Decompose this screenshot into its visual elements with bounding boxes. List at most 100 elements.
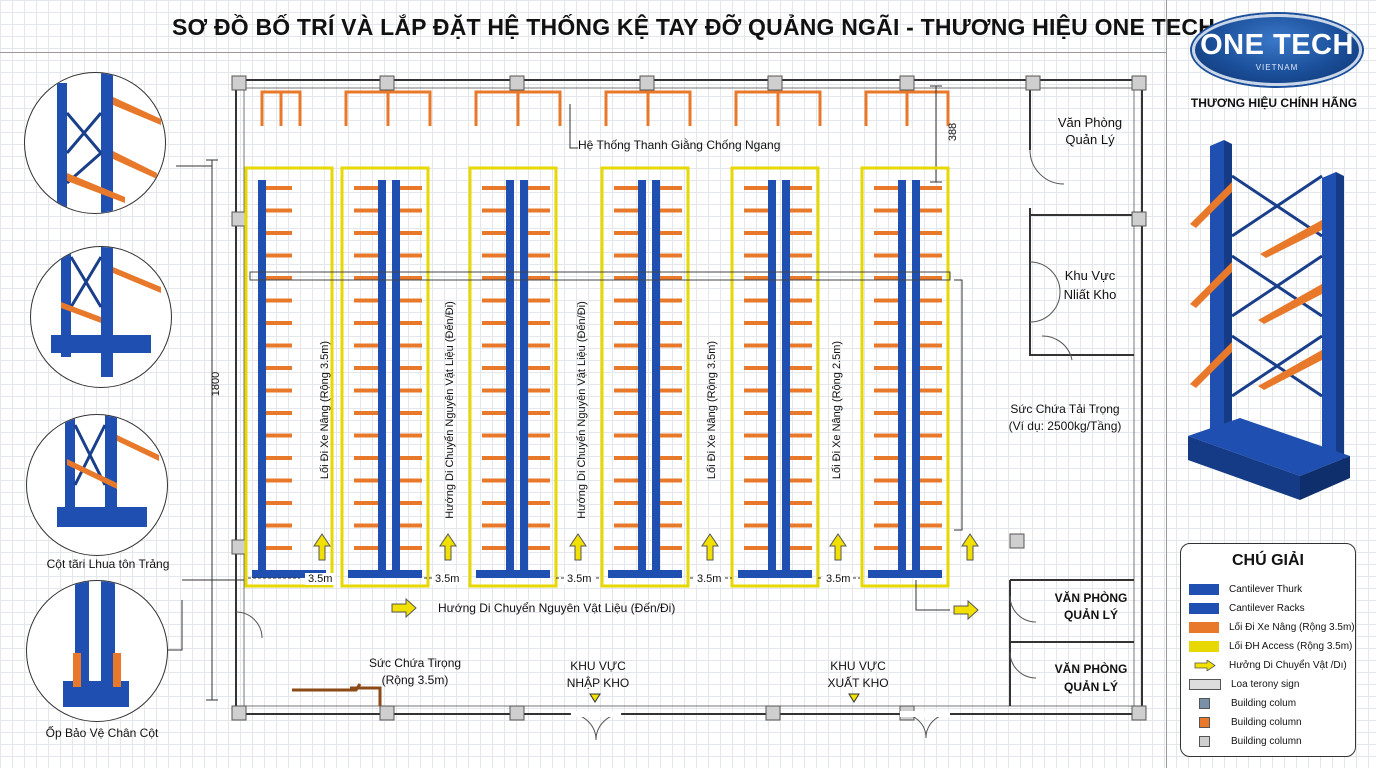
dim-top-label: 388 — [947, 122, 960, 142]
column-square-icon — [1199, 735, 1210, 747]
column-square-icon — [1199, 697, 1210, 709]
brand-tagline: THƯƠNG HIỆU CHÍNH HÃNG — [1190, 96, 1358, 110]
cantilever-detail-3-icon — [57, 415, 159, 527]
building-column-5 — [899, 75, 915, 91]
outbound-label-1: KHU VỰC — [830, 659, 886, 673]
building-column-3 — [639, 75, 655, 91]
entrance-doors — [235, 611, 951, 741]
rack-5-upright-1 — [912, 180, 920, 576]
rack-1-upright-1 — [392, 180, 400, 576]
legend-label: Cantilever Thurk — [1229, 583, 1303, 595]
access-zone-1 — [340, 166, 430, 588]
building-column-1 — [379, 75, 395, 91]
legend-swatch — [1189, 602, 1219, 614]
building-column-0 — [231, 75, 247, 91]
capacity2-label-2: (Rộng 3.5m) — [381, 673, 449, 687]
legend-swatch — [1189, 583, 1219, 595]
rack-1-upright-0 — [378, 180, 386, 576]
access-zone-5 — [860, 166, 950, 588]
cantilever-detail-2-icon — [51, 247, 161, 377]
legend-swatch — [1189, 678, 1221, 690]
building-column-12 — [231, 705, 247, 721]
building-column-17 — [1131, 705, 1147, 721]
legend-item: Cantilever Racks — [1189, 601, 1305, 615]
door-gap-outbound — [900, 711, 950, 717]
aisle-label-5: Lối Đi Xe Nâng (Rộng 2.5m) — [831, 340, 843, 480]
detail-caption-4: Ốp Bảo Vệ Chân Cột — [45, 726, 159, 740]
arrow-icon — [1189, 658, 1219, 672]
outbound-marker — [848, 693, 860, 703]
capacity-bracket — [954, 279, 963, 531]
building-column-8 — [231, 211, 247, 227]
room-dispatch-2: Nliất Kho — [1063, 287, 1117, 302]
inbound-label-2: NHẬP KHO — [566, 676, 630, 690]
room-office-mid-2: QUẢN LÝ — [1064, 608, 1118, 622]
legend-item: Cantilever Thurk — [1189, 582, 1302, 596]
rack-0-upright-0 — [258, 180, 266, 576]
legend-swatch — [1189, 621, 1219, 633]
detail-circle-3 — [26, 414, 168, 556]
rack-3-base — [608, 570, 682, 578]
legend-label: Building column — [1231, 716, 1302, 728]
rack-5-upright-0 — [898, 180, 906, 576]
top-frame-2 — [474, 90, 562, 126]
rack-4-upright-0 — [768, 180, 776, 576]
legend-item: Loa terony sign — [1189, 677, 1299, 691]
legend-title: CHÚ GIẢI — [1232, 552, 1304, 569]
door-swing-offices — [1009, 595, 1037, 679]
legend-label: Lối ĐH Access (Rộng 3.5m) — [1229, 640, 1353, 652]
column-square-icon — [1199, 716, 1210, 728]
flow-arrow-up-3 — [701, 533, 719, 561]
cantilever-rack-3d-icon — [1188, 140, 1350, 500]
inbound-marker — [589, 693, 601, 703]
outbound-label-2: XUẤT KHO — [827, 676, 889, 690]
room-office-mid-1: VĂN PHÒNG — [1054, 591, 1128, 605]
legend-item: Building colum — [1189, 696, 1296, 710]
rack-2-base — [476, 570, 550, 578]
aisle-label-4: Lối Đi Xe Nâng (Rộng 3.5m) — [706, 340, 718, 480]
building-column-2 — [509, 75, 525, 91]
rack-2-upright-0 — [506, 180, 514, 576]
aisle-width-4: 3.5m — [694, 573, 725, 585]
aisle-width-1: 3.5m — [305, 573, 336, 585]
room-walls — [1009, 88, 1134, 706]
capacity-marker — [292, 683, 382, 706]
room-office-bottom-2: QUẢN LÝ — [1064, 680, 1118, 694]
legend-item: Building column — [1189, 734, 1302, 748]
top-frame-0 — [260, 90, 302, 126]
cantilever-detail-1-icon — [57, 73, 161, 213]
rack-3-upright-0 — [638, 180, 646, 576]
legend-swatch — [1189, 640, 1219, 652]
capacity-label-1: Sức Chứa Tải Trọng — [1010, 402, 1120, 416]
brand-logo: ONE TECH VIETNAM — [1192, 14, 1362, 86]
dim-left-line — [206, 159, 218, 701]
building-column-15 — [765, 705, 781, 721]
legend-item: Building column — [1189, 715, 1302, 729]
column-protector-icon — [63, 581, 129, 707]
detail-circle-4 — [26, 580, 168, 722]
legend-label: Building colum — [1231, 697, 1297, 709]
aisle-label-3: Hướng Di Chuyển Nguyên Vật Liệu (Đến/Đi) — [576, 301, 588, 519]
door-swing-dispatch — [1029, 261, 1073, 361]
legend-label: Lối Đi Xe Nâng (Rộng 3.5m) — [1229, 621, 1355, 633]
dim-left-label: 1800 — [210, 371, 223, 397]
aisle-width-5: 3.5m — [823, 573, 854, 585]
detail-circle-1 — [24, 72, 166, 214]
aisle-label-1: Lối Đi Xe Nâng (Rộng 3.5m) — [319, 340, 331, 480]
legend-label: Hưởng Di Chuyển Vật /Dı) — [1229, 659, 1347, 671]
capacity2-label-1: Sức Chứa Tirọng — [368, 656, 462, 670]
top-frame-1 — [344, 90, 432, 126]
door-gap-inbound — [571, 711, 621, 717]
aisle-width-3: 3.5m — [564, 573, 595, 585]
rack-1-base — [348, 570, 422, 578]
rack-3-upright-1 — [652, 180, 660, 576]
legend-label: Loa terony sign — [1231, 678, 1300, 690]
access-zone-4 — [730, 166, 820, 588]
dim-top-line — [930, 85, 942, 183]
top-frame-5 — [864, 90, 950, 126]
room-office-top-2: Quản Lý — [1065, 132, 1115, 147]
building-column-11 — [1009, 533, 1025, 549]
building-column-13 — [379, 705, 395, 721]
flow-arrow-right-1 — [953, 599, 979, 621]
